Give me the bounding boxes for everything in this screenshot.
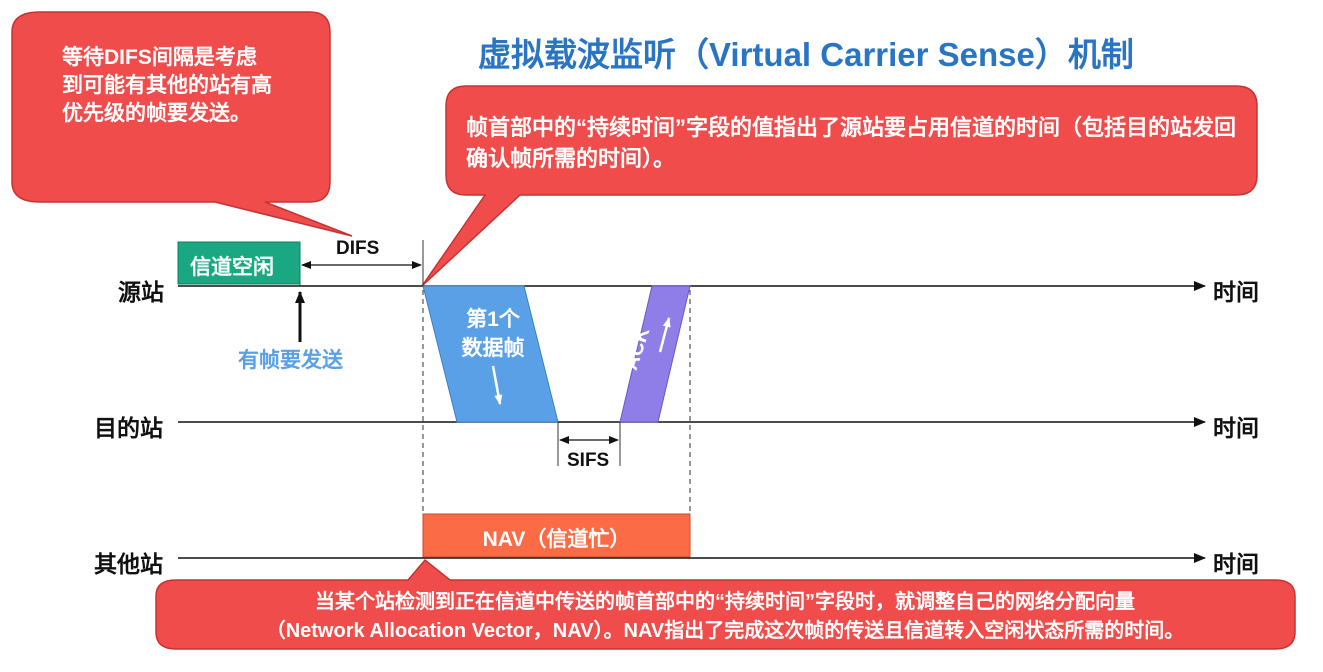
time-label-source: 时间 xyxy=(1213,279,1259,305)
sifs-label: SIFS xyxy=(567,450,610,471)
ack-frame-shape xyxy=(619,285,691,423)
nav-label: NAV（信道忙） xyxy=(482,528,631,551)
callout-header-text: 帧首部中的“持续时间”字段的值指出了源站要占用信道的时间（包括目的站发回确认帧所… xyxy=(466,115,1237,171)
data-frame-label-line1: 第1个 xyxy=(466,308,520,331)
time-label-others: 时间 xyxy=(1213,551,1259,577)
time-label-destination: 时间 xyxy=(1213,415,1259,441)
has-frame-label: 有帧要发送 xyxy=(238,349,343,372)
row-label-destination: 目的站 xyxy=(94,415,163,441)
callout-nav-line2: （Network Allocation Vector，NAV）。NAV指出了完成… xyxy=(265,620,1185,642)
ack-arrow xyxy=(658,317,671,353)
callout-nav-bubble xyxy=(155,558,1296,650)
data-frame-arrow xyxy=(491,365,503,405)
channel-idle-label: 信道空闲 xyxy=(190,256,274,279)
callout-difs-text: 等待DIFS间隔是考虑到可能有其他的站有高优先级的帧要发送。 xyxy=(62,46,272,125)
row-label-others: 其他站 xyxy=(94,551,163,577)
data-frame-label: 第1个 数据帧 xyxy=(448,305,538,363)
page-title: 虚拟载波监听（Virtual Carrier Sense）机制 xyxy=(478,36,1134,73)
callout-header-bubble xyxy=(421,85,1258,287)
data-frame-label-line2: 数据帧 xyxy=(461,337,525,360)
difs-label: DIFS xyxy=(336,238,380,259)
callout-difs-bubble xyxy=(11,11,353,237)
channel-idle-box xyxy=(177,241,301,285)
row-label-source: 源站 xyxy=(118,279,164,305)
callout-nav-line1: 当某个站检测到正在信道中传送的帧首部中的“持续时间”字段时，就调整自己的网络分配… xyxy=(315,591,1135,613)
nav-box xyxy=(422,513,691,558)
callout-nav-text: 当某个站检测到正在信道中传送的帧首部中的“持续时间”字段时，就调整自己的网络分配… xyxy=(160,588,1290,646)
